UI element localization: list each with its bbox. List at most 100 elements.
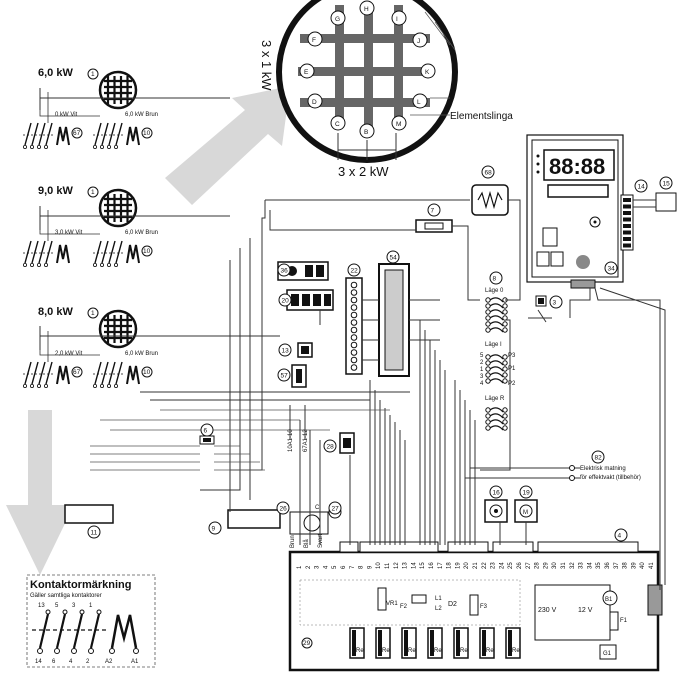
- terminal-h: [359, 0, 375, 16]
- callout-82: 82: [595, 455, 603, 462]
- callout-circle: [427, 203, 441, 217]
- side-label-brun: Brun: [290, 535, 296, 548]
- element-right-label: 6,0 kW Brun: [125, 351, 158, 357]
- switch-pos-num: 3: [480, 374, 484, 380]
- callout-13: 13: [282, 348, 290, 355]
- board-terminal-31: 31: [561, 562, 567, 569]
- terminal-label-d: D: [312, 99, 317, 106]
- element-right-label: 6,0 kW Brun: [125, 112, 158, 118]
- legend-bottom-num: A2: [105, 659, 113, 665]
- phase-label-bottom: 3 x 2 kW: [338, 164, 389, 179]
- terminal-label-l: L: [417, 99, 421, 106]
- callout-circle: [87, 525, 101, 539]
- callout-number: 1: [91, 71, 95, 78]
- wiring-traces: [39, 88, 666, 590]
- relay-label: Re: [382, 648, 390, 654]
- callout-3: 3: [553, 300, 557, 307]
- callout-15: 15: [663, 181, 671, 188]
- arrow-up-right: [165, 86, 290, 205]
- b1-label: B1: [605, 597, 613, 603]
- terminal-g: [330, 10, 346, 26]
- legend-title: Kontaktormärkning: [30, 579, 131, 591]
- legend-bottom-num: A1: [131, 659, 139, 665]
- vr1-label: VR1: [386, 601, 398, 607]
- board-terminal-2: 2: [306, 565, 312, 569]
- badge-circle: [71, 366, 83, 378]
- terminal-m: [391, 115, 407, 131]
- callout-circle: [489, 485, 503, 499]
- board-terminal-28: 28: [535, 562, 541, 569]
- callout-circle: [323, 439, 337, 453]
- board-terminal-39: 39: [631, 562, 637, 569]
- phase-label-left: 3 x 1 kW: [259, 40, 274, 91]
- legend-top-num: 5: [55, 603, 59, 609]
- callout-circle: [277, 368, 291, 382]
- l2-label: L2: [435, 606, 442, 612]
- terminal-e: [299, 63, 315, 79]
- heater-element-icon: [98, 70, 138, 110]
- board-terminal-7: 7: [350, 565, 356, 569]
- callout-16: 16: [493, 490, 501, 497]
- callout-34: 34: [608, 266, 616, 273]
- switch-pos-num: 1: [480, 367, 484, 373]
- callout-20: 20: [282, 298, 290, 305]
- contactor-left: [22, 240, 70, 267]
- side-label-bla: Blå: [303, 539, 310, 548]
- terminal-label-m: M: [396, 121, 401, 128]
- callout-68: 68: [485, 170, 493, 177]
- board-terminal-34: 34: [587, 562, 593, 569]
- callout-7: 7: [431, 208, 435, 215]
- board-terminal-17: 17: [438, 562, 444, 569]
- display-board: 88:88: [526, 134, 677, 289]
- relay-label: Re: [512, 648, 520, 654]
- g1-label: G1: [603, 651, 612, 657]
- board-terminal-13: 13: [403, 562, 409, 569]
- callout-circle: [549, 295, 563, 309]
- legend-top-num: 13: [38, 603, 45, 609]
- heater-element-icon: [98, 188, 138, 228]
- board-terminal-14: 14: [411, 562, 417, 569]
- d2-label: D2: [448, 601, 457, 608]
- board-terminal-21: 21: [473, 562, 479, 569]
- power-note-line2: för effektvakt (tillbehör): [580, 475, 641, 481]
- p3-label: P3: [508, 353, 516, 359]
- p1-label: P1: [508, 366, 516, 372]
- element-right-label: 6,0 kW Brun: [125, 230, 158, 236]
- contactor-left: 67: [22, 122, 83, 149]
- callout-11: 11: [91, 530, 98, 537]
- legend-subtitle: Gäller samtliga kontaktorer: [30, 593, 102, 599]
- knob-letter: C: [315, 505, 320, 511]
- board-terminal-30: 30: [552, 562, 558, 569]
- legend-bottom-num: 4: [69, 659, 73, 665]
- terminal-k: [420, 63, 436, 79]
- board-terminal-4: 4: [323, 565, 329, 569]
- board-terminal-6: 6: [341, 565, 347, 569]
- terminal-label-e: E: [304, 69, 309, 76]
- callout-54: 54: [390, 255, 398, 262]
- contactor-right: 10: [93, 361, 153, 388]
- callout-14: 14: [638, 184, 646, 191]
- relay-label: Re: [486, 648, 494, 654]
- heater-group-title: 9,0 kW: [38, 185, 73, 197]
- lage0-label: Läge 0: [485, 288, 504, 294]
- contactor-right: 10: [93, 240, 153, 267]
- badge-number: 67: [73, 369, 81, 376]
- board-terminal-8: 8: [359, 565, 365, 569]
- legend-top-num: 1: [89, 603, 93, 609]
- f3-label: F3: [480, 604, 488, 610]
- terminal-label-g: G: [335, 16, 340, 23]
- terminal-i: [391, 10, 407, 26]
- callout-circle: [278, 343, 292, 357]
- badge-number: 10: [143, 130, 151, 137]
- relay-label: Re: [460, 648, 468, 654]
- relay-label: Re: [356, 648, 364, 654]
- callout-circle: [301, 637, 313, 649]
- contactor-right: 10: [93, 122, 153, 149]
- board-terminal-23: 23: [491, 562, 497, 569]
- switch-pos-num: 5: [480, 353, 484, 359]
- display-digits: 88:88: [549, 154, 605, 179]
- element-left-label: 2,0 kW Vit: [55, 351, 83, 357]
- board-terminal-24: 24: [499, 562, 505, 569]
- lage1-label: Läge I: [485, 342, 502, 348]
